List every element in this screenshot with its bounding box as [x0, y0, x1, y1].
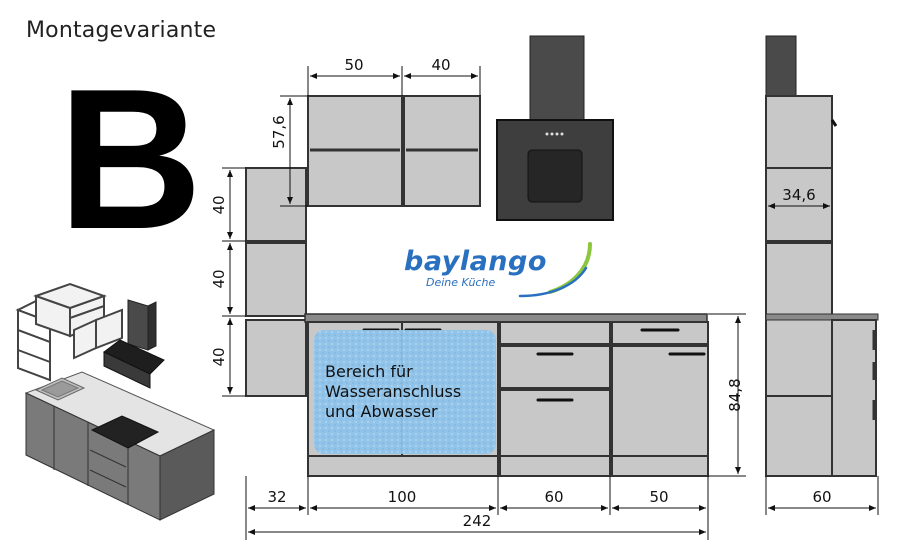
dim-base-height: 84,8: [726, 378, 744, 411]
dim-side-depth-bottom: 60: [812, 488, 831, 506]
dim-bottom-1: 32: [267, 488, 286, 506]
shelf-column: [245, 167, 307, 397]
kitchen-3d-preview: [15, 282, 216, 521]
dim-top-width-left: 50: [344, 56, 363, 74]
variant-letter: B: [58, 48, 203, 271]
page-title: Montagevariante: [26, 18, 217, 43]
logo-tagline: Deine Küche: [426, 276, 496, 289]
dim-bottom-4: 50: [649, 488, 668, 506]
logo-brand: baylango: [404, 246, 547, 277]
dim-top-width-right: 40: [431, 56, 450, 74]
dim-wall-height: 57,6: [270, 115, 288, 148]
water-label-line-1: Bereich für: [325, 362, 413, 381]
dim-side-depth-top: 34,6: [782, 186, 815, 204]
dim-shelf-2: 40: [210, 269, 228, 288]
extractor-hood: [496, 35, 614, 221]
water-label-line-3: und Abwasser: [325, 402, 438, 421]
water-area-label: Bereich für Wasseranschluss und Abwasser: [325, 362, 461, 422]
dim-shelf-1: 40: [210, 195, 228, 214]
water-connection-area: [314, 330, 496, 454]
dim-bottom-total: 242: [463, 512, 492, 530]
water-label-line-2: Wasseranschluss: [325, 382, 462, 401]
dim-bottom-2: 100: [388, 488, 417, 506]
brand-logo: baylango Deine Küche: [400, 240, 600, 300]
dim-shelf-3: 40: [210, 347, 228, 366]
side-view: [765, 35, 879, 477]
logo-swoosh-icon: [518, 242, 592, 298]
dim-bottom-3: 60: [544, 488, 563, 506]
